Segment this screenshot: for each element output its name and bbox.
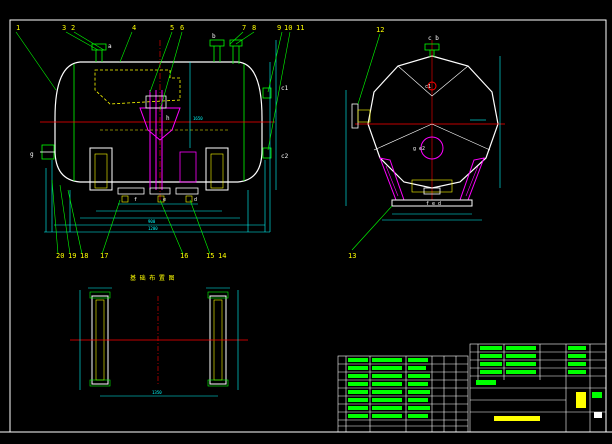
vessel-shell (54, 61, 263, 183)
callout-19: 19 (68, 252, 76, 260)
front-dimensions (44, 40, 277, 233)
drawing-title-bar (494, 416, 540, 421)
callout-16: 16 (180, 252, 188, 260)
nozzle-label-c1-side: c1 (425, 84, 431, 90)
callout-3: 3 (62, 24, 66, 32)
nozzle-label-f: f (134, 197, 137, 203)
nozzle-label-a: a (108, 43, 112, 50)
callout-13: 13 (348, 252, 356, 260)
front-view: 1200 900 1650 1 3 2 4 5 6 7 (15, 24, 304, 260)
callout-15: 15 (206, 252, 214, 260)
callout-8: 8 (252, 24, 256, 32)
callout-9: 9 (277, 24, 281, 32)
callout-4: 4 (132, 24, 136, 32)
callout-14: 14 (218, 252, 226, 260)
parts-list-table (337, 355, 469, 433)
svg-text:1350: 1350 (152, 390, 162, 395)
nozzle-label-cb: c b (428, 35, 439, 42)
nozzle-label-fed: f e d (426, 201, 441, 207)
title-block (337, 343, 607, 433)
svg-text:1200: 1200 (148, 226, 158, 231)
plan-title: 基 础 布 置 图 (130, 274, 174, 282)
callout-11: 11 (296, 24, 304, 32)
callout-2: 2 (71, 24, 75, 32)
callout-17: 17 (100, 252, 108, 260)
nozzle-label-c2: c2 (281, 153, 289, 160)
nozzle-label-b: b (212, 33, 216, 40)
saddle-left (89, 147, 113, 191)
callout-6: 6 (180, 24, 184, 32)
nozzle-label-ge2: g e2 (413, 146, 425, 152)
inner-vessel-circle (420, 136, 444, 160)
nozzle-label-c1: c1 (281, 85, 289, 92)
internal-hopper (139, 107, 181, 141)
callout-20: 20 (56, 252, 64, 260)
saddle-right (205, 147, 229, 191)
callout-18: 18 (80, 252, 88, 260)
callout-12: 12 (376, 26, 384, 34)
nozzle-label-d: d (194, 197, 197, 203)
callout-10: 10 (284, 24, 292, 32)
svg-text:1650: 1650 (193, 116, 203, 121)
nozzle-label-h: h (166, 115, 170, 122)
nozzle-label-e: e (163, 197, 166, 203)
plan-view: 基 础 布 置 图 1350 (70, 274, 248, 397)
callout-7: 7 (242, 24, 246, 32)
octagon-shell (367, 55, 499, 189)
side-view: 12 13 c b c1 g e2 f e d (345, 26, 505, 260)
callout-1: 1 (16, 24, 20, 32)
callout-5: 5 (170, 24, 174, 32)
svg-text:900: 900 (148, 219, 156, 224)
nozzle-label-g: g (30, 151, 34, 158)
